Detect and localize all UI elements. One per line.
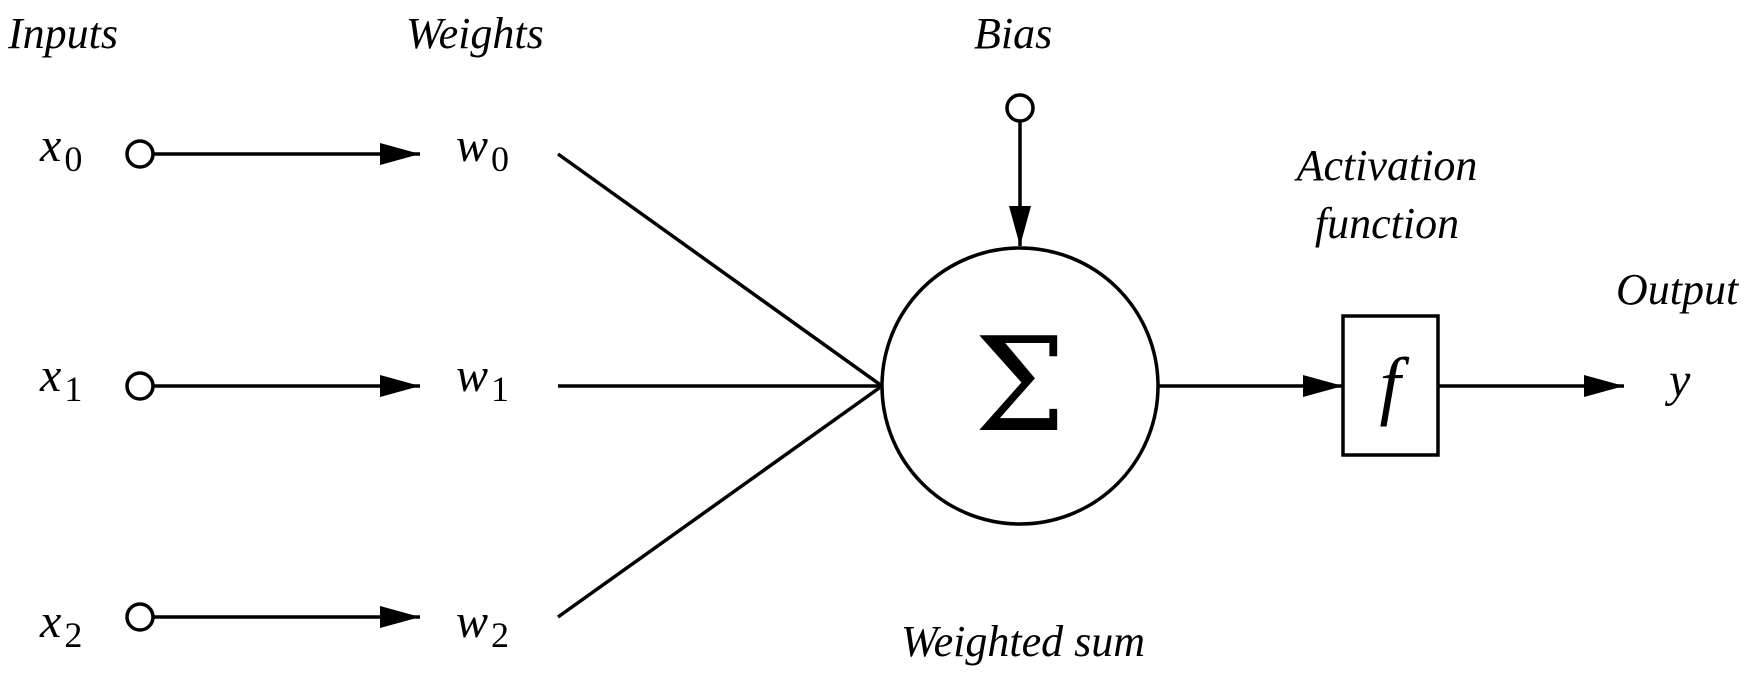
input-x1-terminal <box>125 371 155 401</box>
output-header: Output <box>1616 265 1740 314</box>
output-y-label: y <box>1664 354 1691 407</box>
input-x2-terminal <box>125 602 155 632</box>
activation-function-header-line2: function <box>1315 199 1459 248</box>
weights-header: Weights <box>406 9 544 58</box>
bias-terminal <box>1005 93 1035 123</box>
inputs-header: Inputs <box>7 9 118 58</box>
weight-w0-label: w0 <box>456 119 509 179</box>
input-x0-label: x0 <box>39 119 82 179</box>
input-x0-terminal <box>125 139 155 169</box>
weight-w2-connection <box>556 384 884 619</box>
summation-symbol: Σ <box>974 309 1066 461</box>
weight-w0-connection <box>556 152 884 388</box>
input-x2-label: x2 <box>39 595 82 655</box>
weighted-sum-label: Weighted sum <box>901 617 1145 666</box>
input-x1-label: x1 <box>39 349 82 409</box>
weight-w2-label: w2 <box>456 595 509 655</box>
bias-header: Bias <box>974 9 1052 58</box>
activation-function-symbol: f <box>1379 343 1409 427</box>
activation-function-header-line1: Activation <box>1294 141 1478 190</box>
weight-w1-label: w1 <box>456 349 509 409</box>
